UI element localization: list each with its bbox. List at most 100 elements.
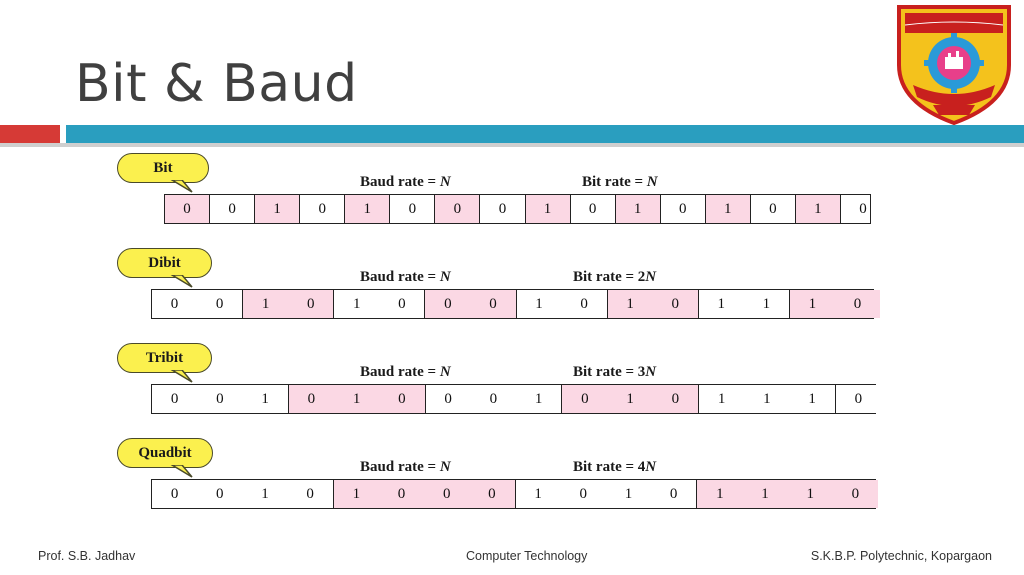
bit-cell: 1 <box>624 485 633 502</box>
bit-cell: 1 <box>261 295 270 312</box>
bit-group: 0 <box>165 195 210 223</box>
bit-cell: 0 <box>489 295 497 312</box>
bit-cell: 0 <box>669 485 678 502</box>
bit-cell: 0 <box>215 295 224 312</box>
callout-tail <box>170 275 193 288</box>
footer-author: Prof. S.B. Jadhav <box>38 549 136 563</box>
bit-cell: 0 <box>397 485 406 502</box>
bit-cell: 1 <box>273 200 281 217</box>
bit-cell: 1 <box>352 485 361 502</box>
bit-cell: 0 <box>488 485 496 502</box>
bit-group: 1 <box>254 195 300 223</box>
footer-institution: S.K.B.P. Polytechnic, Kopargaon <box>810 549 992 563</box>
callout-label: Bit <box>153 159 173 176</box>
baud-rate-label: Baud rate = N <box>360 459 451 475</box>
callout-tail <box>170 465 193 478</box>
bit-cell: 1 <box>808 390 816 407</box>
bit-rate-label: Bit rate = 3N <box>573 364 657 380</box>
bit-cell: 1 <box>363 200 372 217</box>
bit-cell: 1 <box>353 295 361 312</box>
bit-cell: 1 <box>717 390 726 407</box>
callout-tail <box>170 180 193 193</box>
bit-cell: 0 <box>671 390 680 407</box>
bit-cell: 0 <box>671 295 679 312</box>
footer-department: Computer Technology <box>466 549 588 563</box>
callout-tribit: Tribit <box>117 343 212 373</box>
bit-cell: 0 <box>851 485 860 502</box>
bit-cell: 0 <box>318 200 326 217</box>
bit-cell: 0 <box>859 200 867 217</box>
bit-group: 0 <box>479 195 524 223</box>
bit-cell: 0 <box>306 295 315 312</box>
bit-group: 1 <box>524 195 570 223</box>
bit-cell: 1 <box>261 485 269 502</box>
title-accent-teal-bar <box>66 125 1024 143</box>
bit-cell: 0 <box>498 200 507 217</box>
title-accent-red-bar <box>0 125 60 143</box>
bit-cell: 0 <box>183 200 191 217</box>
bit-cell: 1 <box>626 295 634 312</box>
callout-label: Tribit <box>145 349 184 366</box>
bit-group: 0 <box>299 195 344 223</box>
bit-group: 0 0 1 <box>152 385 288 413</box>
callout-bit: Bit <box>117 153 209 183</box>
baud-rate-label: Baud rate = N <box>360 269 451 285</box>
bit-cell: 1 <box>724 200 732 217</box>
bit-group: 0 <box>434 195 480 223</box>
bit-cell: 0 <box>398 390 406 407</box>
bit-cell: 0 <box>228 200 236 217</box>
bit-cell: 1 <box>762 295 771 312</box>
callout-label: Quadbit <box>138 444 192 461</box>
bit-rate-label: Bit rate = 4N <box>573 459 657 475</box>
bit-cell: 0 <box>216 390 224 407</box>
callout-tail <box>170 370 193 383</box>
bit-group: 1 <box>794 195 840 223</box>
callout-dibit: Dibit <box>117 248 212 278</box>
slide-title: Bit & Baud <box>75 54 358 114</box>
bit-cell: 1 <box>806 485 814 502</box>
bit-cell: 0 <box>170 390 179 407</box>
bit-group: 0 <box>749 195 795 223</box>
bit-cell: 0 <box>398 295 406 312</box>
bit-cell: 0 <box>769 200 777 217</box>
bit-cell: 1 <box>534 390 543 407</box>
bit-cell: 0 <box>853 295 862 312</box>
bit-cell: 0 <box>306 485 314 502</box>
bit-cell: 1 <box>352 390 361 407</box>
baud-rate-label: Baud rate = N <box>360 174 451 190</box>
bit-group: 1 <box>704 195 750 223</box>
bit-cell: 0 <box>588 200 597 217</box>
bit-rate-label: Bit rate = N <box>582 174 658 190</box>
bit-group: 0 <box>209 195 254 223</box>
bit-cell: 1 <box>717 295 726 312</box>
bit-cell: 0 <box>442 485 451 502</box>
bit-cell: 1 <box>543 200 552 217</box>
bit-cell: 0 <box>170 295 179 312</box>
bit-cell: 0 <box>580 295 588 312</box>
bit-cell: 1 <box>808 295 817 312</box>
baud-rate-label: Baud rate = N <box>360 364 451 380</box>
bit-cell: 1 <box>261 390 269 407</box>
callout-label: Dibit <box>148 254 181 271</box>
institute-logo <box>897 5 1011 125</box>
bit-group: 0 <box>569 195 615 223</box>
title-bar-shadow <box>0 143 1024 147</box>
bit-cell: 1 <box>716 485 724 502</box>
bit-group: 1 <box>614 195 660 223</box>
